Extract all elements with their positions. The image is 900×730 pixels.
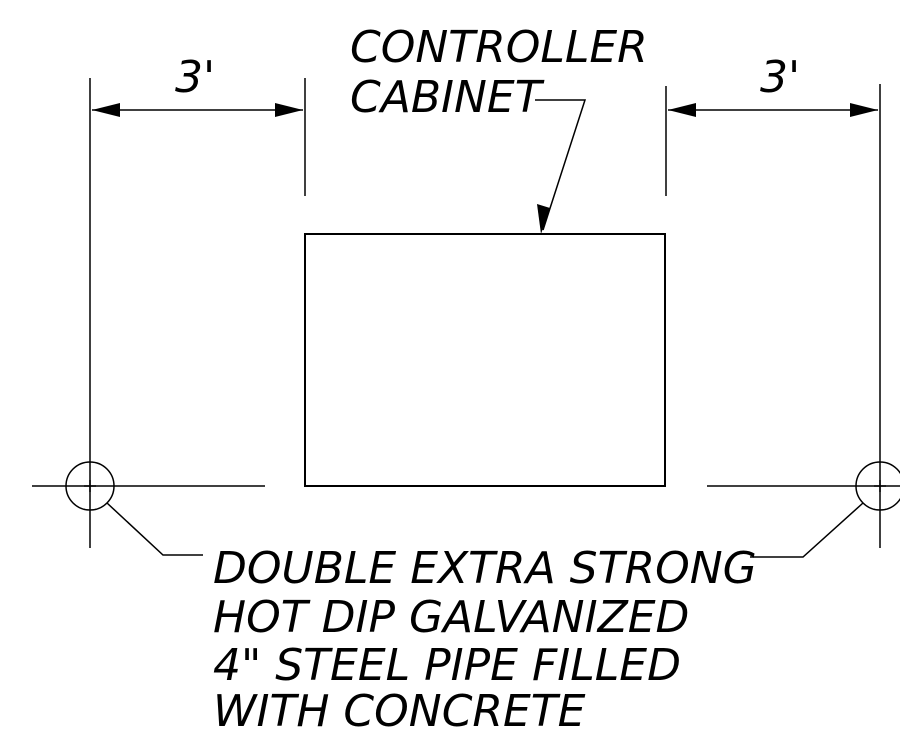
- pipe-note-line4: WITH CONCRETE: [213, 686, 586, 730]
- cabinet-callout: CONTROLLER CABINET: [350, 22, 648, 234]
- right-dimension-arrow-end: [850, 103, 878, 117]
- cabinet-leader-line: [535, 99, 587, 231]
- left-pipe-leader: [106, 502, 203, 556]
- left-pipe-circle: [65, 461, 115, 511]
- right-dimension-label: 3': [760, 52, 800, 103]
- left-dimension-arrow-end: [275, 103, 303, 117]
- pipe-note-line1: DOUBLE EXTRA STRONG: [213, 543, 757, 594]
- left-steel-pipe: [65, 461, 203, 556]
- right-dimension: 3': [668, 52, 878, 117]
- right-steel-pipe: [750, 461, 900, 558]
- left-dimension: 3': [92, 52, 303, 117]
- right-pipe-leader: [750, 502, 864, 558]
- left-dimension-label: 3': [175, 52, 215, 103]
- pipe-note-line3: 4" STEEL PIPE FILLED: [213, 640, 681, 691]
- cabinet-label-line2: CABINET: [350, 72, 545, 123]
- left-dimension-arrow-start: [92, 103, 120, 117]
- pipe-note-line2: HOT DIP GALVANIZED: [213, 592, 689, 643]
- right-pipe-circle: [855, 461, 900, 511]
- controller-cabinet: [304, 233, 666, 487]
- cabinet-leader-arrowhead: [537, 204, 550, 234]
- right-dimension-arrow-start: [668, 103, 696, 117]
- cabinet-label-line1: CONTROLLER: [350, 22, 648, 73]
- pipe-note: DOUBLE EXTRA STRONG HOT DIP GALVANIZED 4…: [213, 543, 757, 730]
